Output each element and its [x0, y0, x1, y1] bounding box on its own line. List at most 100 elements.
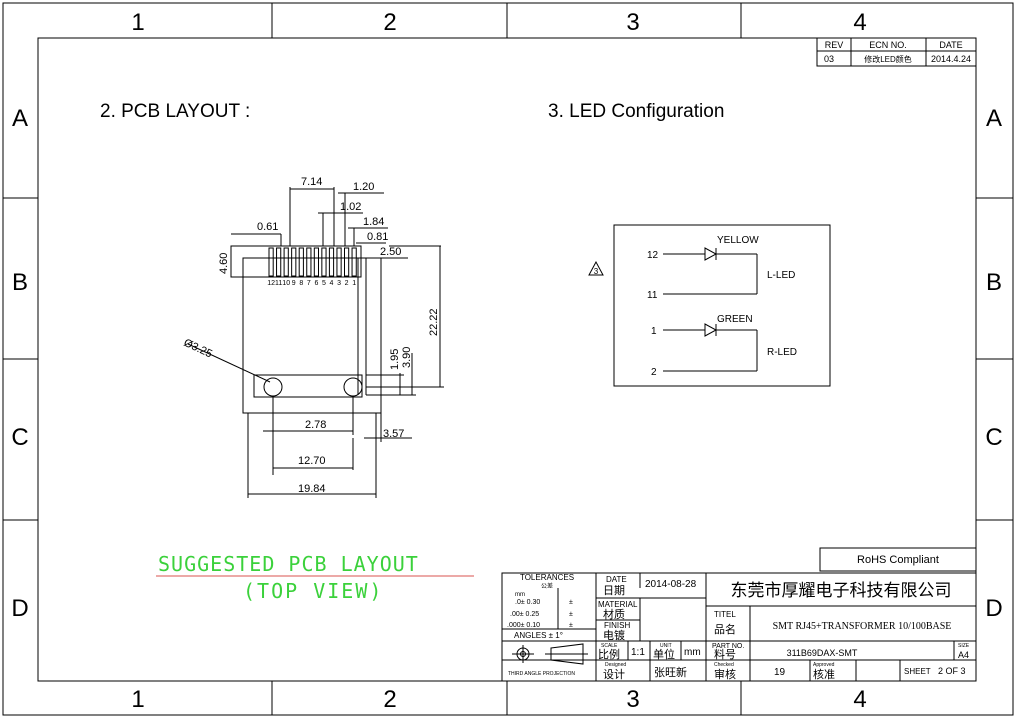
company-name: 东莞市厚耀电子科技有限公司 [731, 581, 952, 600]
pin-number-5: 5 [322, 280, 326, 287]
pcb-pad-8 [298, 247, 304, 277]
pcb-pads [268, 247, 357, 277]
row-label-c-right: C [985, 424, 1002, 451]
finish-label-en: FINISH [604, 621, 630, 630]
pin-number-12: 12 [267, 280, 275, 287]
tolerance-row-1: .0± 0.30 [515, 599, 540, 606]
rohs-text: RoHS Compliant [857, 554, 939, 566]
pcb-pad-12 [268, 247, 274, 277]
dim-1-84: 1.84 [363, 216, 384, 228]
pcb-pad-5 [321, 247, 327, 277]
tolerance-row-2: .00± 0.25 [510, 611, 539, 618]
col-label-1-bottom: 1 [131, 686, 144, 713]
l-led-label: L-LED [767, 270, 795, 281]
scale-label-en: SCALE [601, 643, 618, 649]
rev-value: 03 [824, 54, 834, 64]
rohs-box [819, 547, 977, 572]
pcb-pad-1 [351, 247, 357, 277]
col-label-2-bottom: 2 [383, 686, 396, 713]
date-label-en: DATE [606, 575, 627, 584]
row-label-a-right: A [986, 105, 1002, 132]
r-led-label: R-LED [767, 347, 797, 358]
dim-1-95: 1.95 [389, 349, 401, 370]
pin-number-6: 6 [314, 280, 318, 287]
yellow-led-diode-icon [704, 247, 718, 261]
rev-marker-text: 3 [594, 267, 599, 276]
dim-2-78: 2.78 [305, 419, 326, 431]
dim-22-22: 22.22 [428, 308, 440, 336]
tolerances-subtitle: 公差 [541, 582, 553, 590]
pin-number-10: 10 [282, 280, 290, 287]
row-label-d-left: D [11, 595, 28, 622]
col-label-3-top: 3 [626, 9, 639, 36]
pin-number-4: 4 [330, 280, 334, 287]
pin-number-9: 9 [292, 280, 296, 287]
designed-label-en: Designed [605, 662, 626, 668]
projection-label: THIRD ANGLE PROJECTION [508, 671, 575, 677]
dim-2-50: 2.50 [380, 246, 401, 258]
row-label-a-left: A [12, 105, 28, 132]
approved-label-en: Approved [813, 662, 835, 668]
dim-19-84: 19.84 [298, 483, 326, 495]
pin-number-8: 8 [299, 280, 303, 287]
pin-number-2: 2 [345, 280, 349, 287]
dim-hole-diameter: Ø3.25 [182, 337, 214, 361]
yellow-pin-a: 12 [647, 250, 659, 261]
connector-body-outline [242, 257, 382, 414]
row-label-b-right: B [986, 269, 1002, 296]
green-label: GREEN [717, 314, 753, 325]
pcb-pad-7 [306, 247, 312, 277]
green-pin-a: 1 [651, 326, 657, 337]
angles-text: ANGLES ± 1° [514, 631, 563, 640]
revision-triangle-icon [588, 260, 604, 276]
dim-3-90: 3.90 [401, 347, 413, 368]
row-label-b-left: B [12, 269, 28, 296]
row-label-c-left: C [11, 424, 28, 451]
pcb-pad-4 [328, 247, 335, 277]
part-value: 311B69DAX-SMT [787, 648, 858, 658]
dim-1-20: 1.20 [353, 181, 374, 193]
pin-number-7: 7 [307, 280, 311, 287]
top-view-text: (TOP VIEW) [243, 579, 383, 603]
tolerance-row-3: .000± 0.10 [507, 622, 540, 629]
col-label-1-top: 1 [131, 9, 144, 36]
tolerance-mm: mm [515, 592, 525, 598]
tolerance-row-3-sign: ± [569, 622, 573, 629]
tolerance-row-2-sign: ± [569, 611, 573, 618]
pin-number-3: 3 [337, 280, 341, 287]
unit-label-en: UNIT [660, 643, 672, 649]
yellow-pin-b: 11 [647, 290, 658, 301]
part-label-en: PART NO. [712, 643, 744, 650]
dim-1-02: 1.02 [340, 201, 361, 213]
col-label-3-bottom: 3 [626, 686, 639, 713]
checked-label-en: Checked [714, 662, 734, 668]
title-value: SMT RJ45+TRANSFORMER 10/100BASE [773, 621, 952, 632]
title-block [501, 547, 977, 682]
date-label-cn: 日期 [603, 584, 625, 597]
pcb-pad-3 [336, 247, 342, 277]
col-label-4-bottom: 4 [853, 686, 866, 713]
sheet-value: 2 OF 3 [938, 666, 966, 676]
rev-header: REV [825, 40, 844, 50]
title-label-en: TITEL [714, 610, 736, 619]
row-label-d-right: D [985, 595, 1002, 622]
dim-7-14: 7.14 [301, 176, 322, 188]
part-label-cn: 料号 [714, 647, 736, 661]
tolerances-title: TOLERANCES [520, 573, 574, 582]
dim-0-81: 0.81 [367, 231, 388, 243]
dim-3-57: 3.57 [383, 428, 404, 440]
pcb-pad-9 [291, 247, 297, 277]
pcb-dimension-labels: 7.14 1.20 1.02 1.84 0.81 0.61 2.50 4.60 … [182, 176, 440, 495]
green-led-diode-icon [704, 323, 718, 337]
rev-date-value: 2014.4.24 [931, 54, 971, 64]
designer-name: 张旺新 [654, 665, 687, 679]
title-label-cn: 品名 [714, 622, 736, 636]
tolerance-row-1-sign: ± [569, 599, 573, 606]
led-config-heading: 3. LED Configuration [548, 101, 724, 122]
led-configuration-diagram: 3 YELLOW 12 11 L-LED GREEN 1 2 R-LED [588, 224, 831, 387]
col-label-2-top: 2 [383, 9, 396, 36]
pcb-layout-drawing [187, 187, 444, 498]
ecn-value: 修改LED颜色 [864, 54, 912, 64]
pcb-pad-6 [313, 247, 319, 277]
